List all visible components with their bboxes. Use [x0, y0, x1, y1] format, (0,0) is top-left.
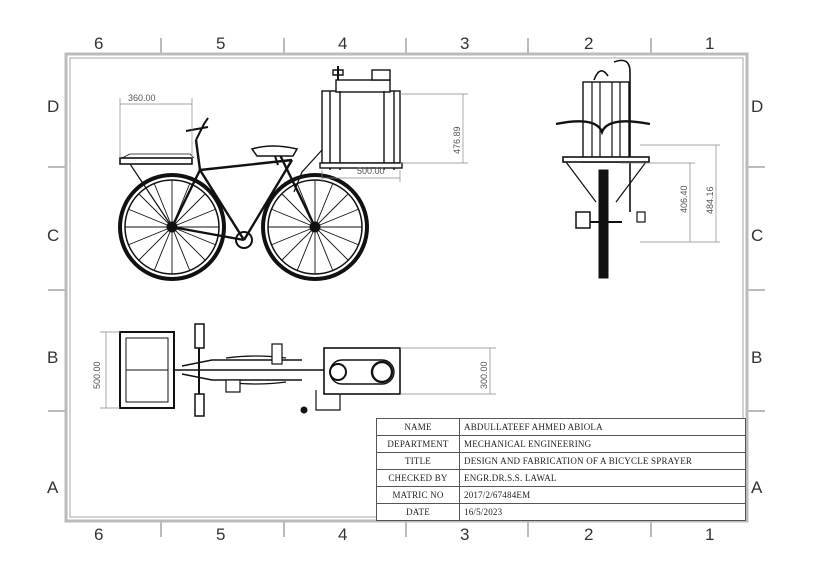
- title-row-department: DEPARTMENT MECHANICAL ENGINEERING: [376, 435, 746, 453]
- zone-right-A: A: [751, 478, 763, 497]
- zone-left-B: B: [47, 348, 59, 367]
- zone-left-C: C: [47, 226, 60, 245]
- zone-bottom-5: 5: [216, 525, 226, 544]
- zone-right-D: D: [751, 97, 764, 116]
- bicycle-frame: [170, 139, 317, 242]
- handlebar: [185, 117, 209, 141]
- title-label: TITLE: [376, 452, 460, 470]
- title-label: MATRIC NO: [376, 486, 460, 504]
- title-value: ABDULLATEEF AHMED ABIOLA: [459, 418, 746, 436]
- dim-top-carrier-width: 500.00: [92, 361, 102, 389]
- front-wheel: [261, 173, 369, 281]
- title-row-title: TITLE DESIGN AND FABRICATION OF A BICYCL…: [376, 452, 746, 470]
- top-frame: [174, 359, 324, 381]
- zone-bottom-2: 2: [584, 525, 594, 544]
- title-label: DATE: [376, 503, 460, 521]
- front-wheel-edge: [598, 169, 609, 279]
- title-value: 16/5/2023: [459, 503, 746, 521]
- dim-side-carrier-length: 360.00: [128, 93, 156, 103]
- title-value: 2017/2/67484EM: [459, 486, 746, 504]
- dim-top-platform-width: 300.00: [479, 361, 489, 389]
- side-view-dimensions: [119, 93, 468, 182]
- front-view-dimensions: [620, 144, 720, 243]
- dim-side-carrier-width: 500.00: [357, 166, 385, 176]
- zone-left-A: A: [47, 478, 59, 497]
- title-value: MECHANICAL ENGINEERING: [459, 435, 746, 453]
- zone-right-B: B: [751, 348, 763, 367]
- title-label: DEPARTMENT: [376, 435, 460, 453]
- zone-top-6: 6: [94, 34, 104, 53]
- top-view: [119, 323, 401, 417]
- zone-top-5: 5: [216, 34, 226, 53]
- rear-wheel: [118, 173, 226, 281]
- title-label: NAME: [376, 418, 460, 436]
- zone-ticks: [48, 38, 765, 537]
- sprayer-tank: [293, 66, 403, 193]
- title-row-matric-no: MATRIC NO 2017/2/67484EM: [376, 486, 746, 504]
- front-handlebar: [555, 120, 651, 136]
- zone-bottom-6: 6: [94, 525, 104, 544]
- zone-top-1: 1: [705, 34, 715, 53]
- title-row-name: NAME ABDULLATEEF AHMED ABIOLA: [376, 418, 746, 436]
- zone-top-4: 4: [338, 34, 348, 53]
- zone-bottom-3: 3: [460, 525, 470, 544]
- rear-carrier: [119, 157, 193, 165]
- zone-bottom-4: 4: [338, 525, 348, 544]
- title-value: ENGR.DR.S.S. LAWAL: [459, 469, 746, 487]
- zone-left-D: D: [47, 97, 60, 116]
- title-row-date: DATE 16/5/2023: [376, 503, 746, 521]
- zone-top-3: 3: [460, 34, 470, 53]
- title-block: NAME ABDULLATEEF AHMED ABIOLA DEPARTMENT…: [376, 418, 746, 521]
- front-view: [555, 59, 651, 279]
- seat: [250, 145, 299, 157]
- zone-bottom-1: 1: [705, 525, 715, 544]
- zone-top-2: 2: [584, 34, 594, 53]
- dim-front-height-a: 406.40: [679, 185, 689, 213]
- zone-right-C: C: [751, 226, 764, 245]
- top-platform: [323, 347, 401, 395]
- top-view-dimensions: [100, 331, 496, 409]
- title-value: DESIGN AND FABRICATION OF A BICYCLE SPRA…: [459, 452, 746, 470]
- title-label: CHECKED BY: [376, 469, 460, 487]
- title-row-checked-by: CHECKED BY ENGR.DR.S.S. LAWAL: [376, 469, 746, 487]
- side-view: [118, 66, 403, 281]
- dim-front-height-b: 484.16: [705, 186, 715, 214]
- dim-side-tank-height: 476.89: [452, 126, 462, 154]
